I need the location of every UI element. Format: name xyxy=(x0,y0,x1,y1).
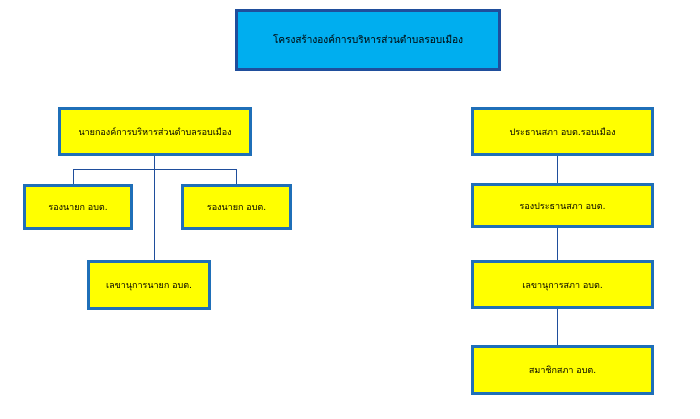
box-deputy-mayor-1: รองนายก อบต. xyxy=(23,184,133,230)
left-connector-horizontal xyxy=(73,169,237,170)
box-council-chair-label: ประธานสภา อบต.รอบเมือง xyxy=(509,127,616,138)
left-connector-to-deputy-2 xyxy=(236,169,237,184)
box-deputy-mayor-2: รองนายก อบต. xyxy=(181,184,292,230)
box-council-secretary: เลขานุการสภา อบต. xyxy=(471,260,654,309)
box-council-chair: ประธานสภา อบต.รอบเมือง xyxy=(471,107,654,156)
chart-title-box: โครงสร้างองค์การบริหารส่วนตำบลรอบเมือง xyxy=(235,9,501,71)
box-mayor: นายกองค์การบริหารส่วนตำบลรอบเมือง xyxy=(58,107,252,156)
box-council-secretary-label: เลขานุการสภา อบต. xyxy=(522,280,603,291)
box-council-member-label: สมาชิกสภา อบต. xyxy=(528,366,597,376)
box-deputy-mayor-2-label: รองนายก อบต. xyxy=(206,203,267,213)
box-mayor-secretary-label: เลขานุการนายก อบต. xyxy=(106,281,192,291)
box-council-vice-chair-label: รองประธานสภา อบต. xyxy=(519,201,606,212)
box-council-vice-chair: รองประธานสภา อบต. xyxy=(471,183,654,228)
right-connector-1 xyxy=(557,156,558,183)
box-council-member: สมาชิกสภา อบต. xyxy=(471,345,654,395)
box-mayor-secretary: เลขานุการนายก อบต. xyxy=(87,260,211,310)
box-deputy-mayor-1-label: รองนายก อบต. xyxy=(48,203,108,213)
chart-title: โครงสร้างองค์การบริหารส่วนตำบลรอบเมือง xyxy=(273,34,463,46)
right-connector-3 xyxy=(557,309,558,345)
right-connector-2 xyxy=(557,228,558,260)
left-connector-vertical xyxy=(154,156,155,260)
left-connector-to-deputy-1 xyxy=(73,169,74,184)
box-mayor-label: นายกองค์การบริหารส่วนตำบลรอบเมือง xyxy=(78,127,232,138)
